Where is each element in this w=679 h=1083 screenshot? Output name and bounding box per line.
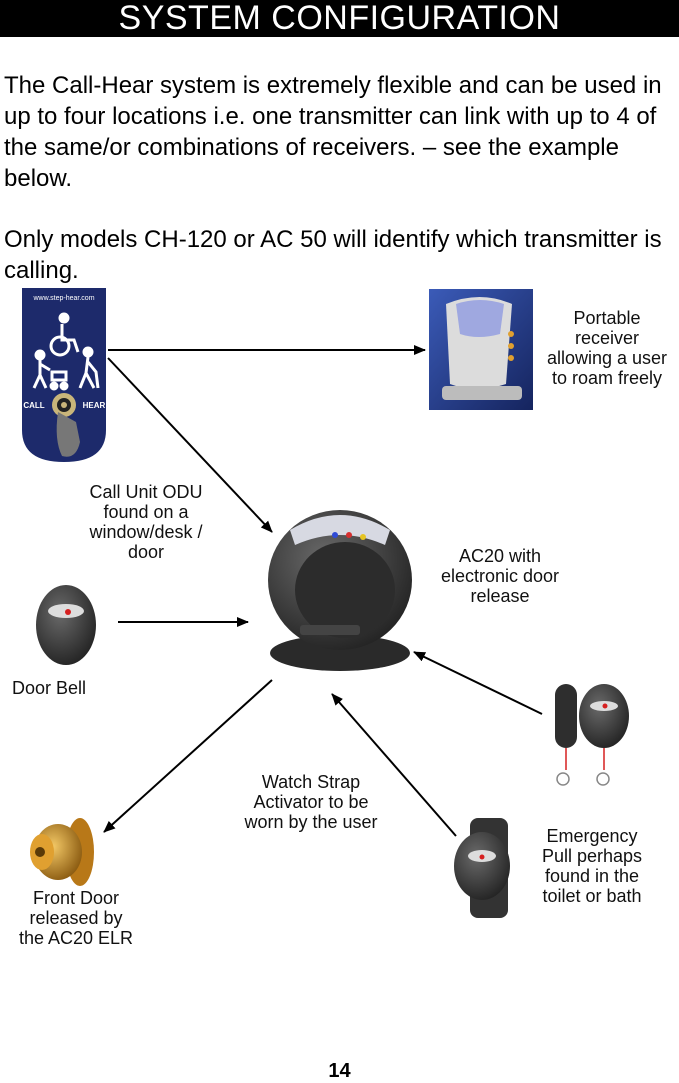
emergency-pull-image	[555, 684, 629, 786]
pressing-hand-icon	[56, 412, 80, 457]
page-number: 14	[328, 1060, 351, 1082]
label-door-bell: Door Bell	[12, 678, 87, 698]
label-watch-strap: Watch Strap Activator to be worn by the …	[244, 772, 378, 832]
label-call-unit: Call Unit ODU found on a window/desk / d…	[89, 482, 203, 562]
intro-paragraph-1: The Call-Hear system is extremely flexib…	[4, 72, 662, 192]
arrow-emergency-to-ac20	[413, 651, 543, 715]
arrow-watch-to-ac20	[331, 693, 457, 837]
label-portable-receiver: Portable receiver allowing a user to roa…	[546, 308, 668, 388]
call-unit-odu-image: www.step-hear.com CALL HEAR	[22, 288, 106, 462]
arrow-ac20-to-front-door	[103, 679, 273, 833]
door-knob-image	[30, 818, 94, 886]
call-button-icon	[52, 393, 76, 417]
call-unit-url: www.step-hear.com	[32, 295, 94, 302]
page-title: SYSTEM CONFIGURATION	[0, 0, 679, 37]
watch-strap-image	[454, 818, 510, 918]
portable-receiver-image	[429, 289, 533, 410]
label-ac20: AC20 with electronic door release	[440, 546, 560, 606]
people-walking-icon	[32, 346, 100, 391]
intro-paragraph-2: Only models CH-120 or AC 50 will identif…	[4, 226, 662, 284]
wheelchair-icon	[49, 312, 80, 357]
call-unit-right-text: HEAR	[83, 401, 106, 410]
label-front-door: Front Door released by the AC20 ELR	[18, 888, 134, 948]
ac20-receiver-image	[268, 510, 412, 671]
intro-text: The Call-Hear system is extremely flexib…	[4, 70, 674, 316]
label-emergency-pull: Emergency Pull perhaps found in the toil…	[541, 826, 643, 906]
door-bell-image	[36, 585, 96, 665]
call-unit-left-text: CALL	[23, 401, 44, 410]
arrow-call-unit-to-ac20	[107, 357, 273, 533]
